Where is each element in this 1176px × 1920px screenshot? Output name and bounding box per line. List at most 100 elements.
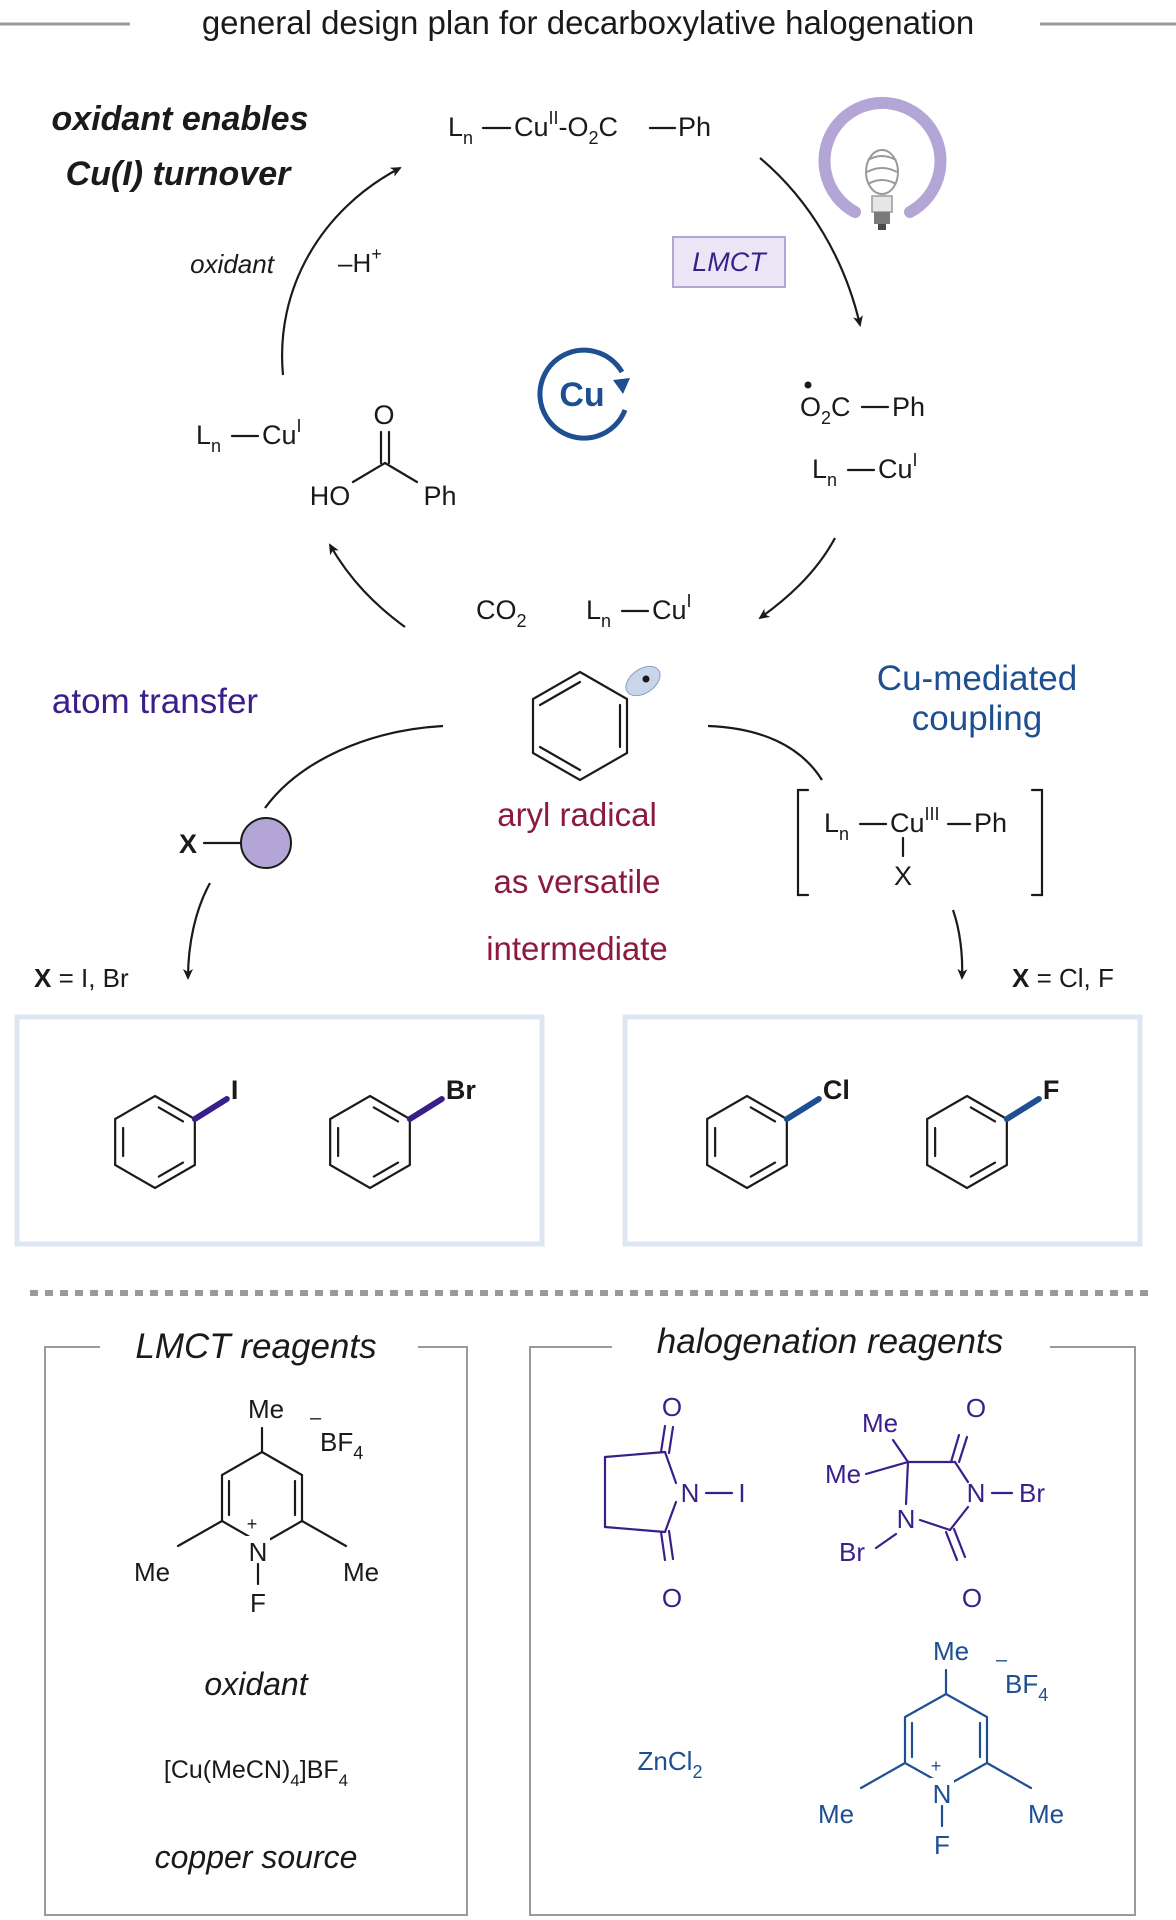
svg-text:Me: Me: [825, 1459, 861, 1489]
svg-text:O: O: [662, 1583, 682, 1613]
atom-transfer-label: atom transfer: [52, 682, 259, 721]
svg-text:+: +: [247, 1514, 258, 1534]
page-title: general design plan for decarboxylative …: [202, 4, 974, 41]
cu-iii-intermediate: Ln CuIII Ph X: [796, 788, 1044, 897]
halogen-label: F: [1043, 1075, 1060, 1105]
product-i-benzene: I: [114, 1075, 239, 1190]
svg-text:CuI: CuI: [652, 591, 692, 625]
aryl-radical-line1: aryl radical: [497, 796, 657, 833]
n-iodosuccinimide: O N I O: [603, 1392, 746, 1613]
light-bulb-icon: [818, 97, 947, 230]
cu-mediated-line2: coupling: [912, 699, 1042, 738]
halogen-label: Cl: [823, 1075, 850, 1105]
aryl-radical: [531, 665, 661, 782]
products: I Br Cl F: [114, 1075, 1060, 1190]
product-cl-benzene: Cl: [706, 1075, 850, 1190]
products-box-left: [14, 1014, 545, 1247]
minus-h-label: –H+: [338, 244, 382, 278]
products-box-right: [622, 1014, 1143, 1247]
product-br-benzene: Br: [329, 1075, 476, 1190]
lmct-label: LMCT: [692, 247, 768, 277]
pyridinium-oxidant: Me N + F Me Me – BF4: [134, 1394, 379, 1618]
svg-text:Ln: Ln: [196, 420, 221, 456]
left-condition: X = I, Br: [34, 963, 129, 993]
svg-text:O: O: [966, 1393, 986, 1423]
oxidant-label: oxidant: [190, 249, 276, 279]
svg-text:N: N: [933, 1779, 952, 1809]
svg-text:F: F: [934, 1830, 950, 1860]
svg-text:CuIII: CuIII: [890, 804, 940, 838]
x-atom-reagent: X: [179, 817, 292, 869]
catalytic-cycle: oxidant enables Cu(I) turnover Ln CuII-O…: [52, 97, 947, 631]
svg-text:O: O: [662, 1392, 682, 1422]
cu-i-left: Ln CuI: [196, 416, 302, 456]
svg-text:Ph: Ph: [678, 112, 711, 142]
svg-text:Me: Me: [862, 1408, 898, 1438]
product-f-benzene: F: [926, 1075, 1060, 1190]
lmct-box: [672, 236, 786, 288]
cu-i-right: Ln CuI: [812, 450, 918, 490]
svg-text:O: O: [373, 400, 394, 430]
oxidant-note-line1: oxidant enables: [52, 100, 309, 138]
svg-text:Br: Br: [1019, 1478, 1045, 1508]
arrow-left-down: [183, 882, 211, 980]
cycle-arrow-bottom-right: [758, 537, 836, 620]
svg-text:X: X: [894, 861, 912, 891]
zinc-chloride: ZnCl2: [638, 1746, 703, 1782]
svg-text:N: N: [897, 1504, 916, 1534]
branch-curve-right: [707, 724, 823, 781]
svg-text:N: N: [681, 1478, 700, 1508]
svg-text:–: –: [996, 1649, 1008, 1671]
svg-text:N: N: [249, 1537, 268, 1567]
svg-text:Me: Me: [134, 1557, 170, 1587]
svg-text:CuI: CuI: [878, 450, 918, 484]
dibromodimethylhydantoin: Me Me O N Br O N Br: [825, 1393, 1045, 1613]
pyridinium-fluorinating-agent: Me N + F Me Me – BF4: [818, 1636, 1064, 1860]
cu-i-bottom: Ln CuI: [586, 591, 692, 631]
svg-text:Ph: Ph: [423, 481, 456, 511]
right-condition: X = Cl, F: [1012, 963, 1114, 993]
benzoic-acid: O HO Ph: [310, 400, 457, 511]
halogenation-reagents-panel: halogenation reagents O N I O Me Me: [529, 1322, 1136, 1916]
cu-mediated-line1: Cu-mediated: [877, 659, 1077, 698]
svg-text:Me: Me: [343, 1557, 379, 1587]
svg-text:Me: Me: [818, 1799, 854, 1829]
svg-text:BF4: BF4: [1005, 1669, 1048, 1705]
cycle-arrow-top-left: [281, 167, 402, 376]
svg-text:Cu: Cu: [559, 376, 604, 414]
cycle-arrow-top-right: [759, 157, 863, 327]
branch-curve-left: [264, 724, 444, 809]
svg-text:–: –: [310, 1407, 322, 1429]
svg-text:+: +: [931, 1756, 942, 1776]
aryl-radical-line2: as versatile: [494, 863, 661, 900]
title-bar: general design plan for decarboxylative …: [0, 4, 1176, 41]
svg-text:Ln: Ln: [448, 112, 473, 148]
svg-text:N: N: [967, 1478, 986, 1508]
oxidant-caption: oxidant: [204, 1666, 308, 1702]
arrow-right-down: [951, 909, 968, 980]
svg-text:F: F: [250, 1588, 266, 1618]
cycle-arrow-bottom-left: [329, 543, 406, 628]
svg-text:CO2: CO2: [476, 595, 527, 631]
svg-text:X: X: [179, 829, 197, 859]
svg-text:Ln: Ln: [586, 595, 611, 631]
copper-source-caption: copper source: [155, 1839, 358, 1875]
lmct-reagents-title: LMCT reagents: [135, 1327, 376, 1366]
halogenation-reagents-title: halogenation reagents: [657, 1322, 1003, 1361]
copper-source-formula: [Cu(MeCN)4]BF4: [164, 1756, 348, 1790]
svg-text:O: O: [962, 1583, 982, 1613]
svg-text:Me: Me: [1028, 1799, 1064, 1829]
lmct-reagents-panel: LMCT reagents Me N + F Me Me – BF4 oxida…: [44, 1327, 468, 1916]
svg-text:Me: Me: [933, 1636, 969, 1666]
halogen-label: Br: [446, 1075, 476, 1105]
svg-text:Br: Br: [839, 1537, 865, 1567]
svg-text:O2C: O2C: [800, 392, 851, 428]
svg-text:HO: HO: [310, 481, 351, 511]
svg-text:Me: Me: [248, 1394, 284, 1424]
aryl-radical-line3: intermediate: [486, 930, 668, 967]
svg-text:Ln: Ln: [812, 454, 837, 490]
svg-text:I: I: [738, 1478, 745, 1508]
oxidant-note-line2: Cu(I) turnover: [66, 155, 293, 193]
halogen-label: I: [231, 1075, 239, 1105]
